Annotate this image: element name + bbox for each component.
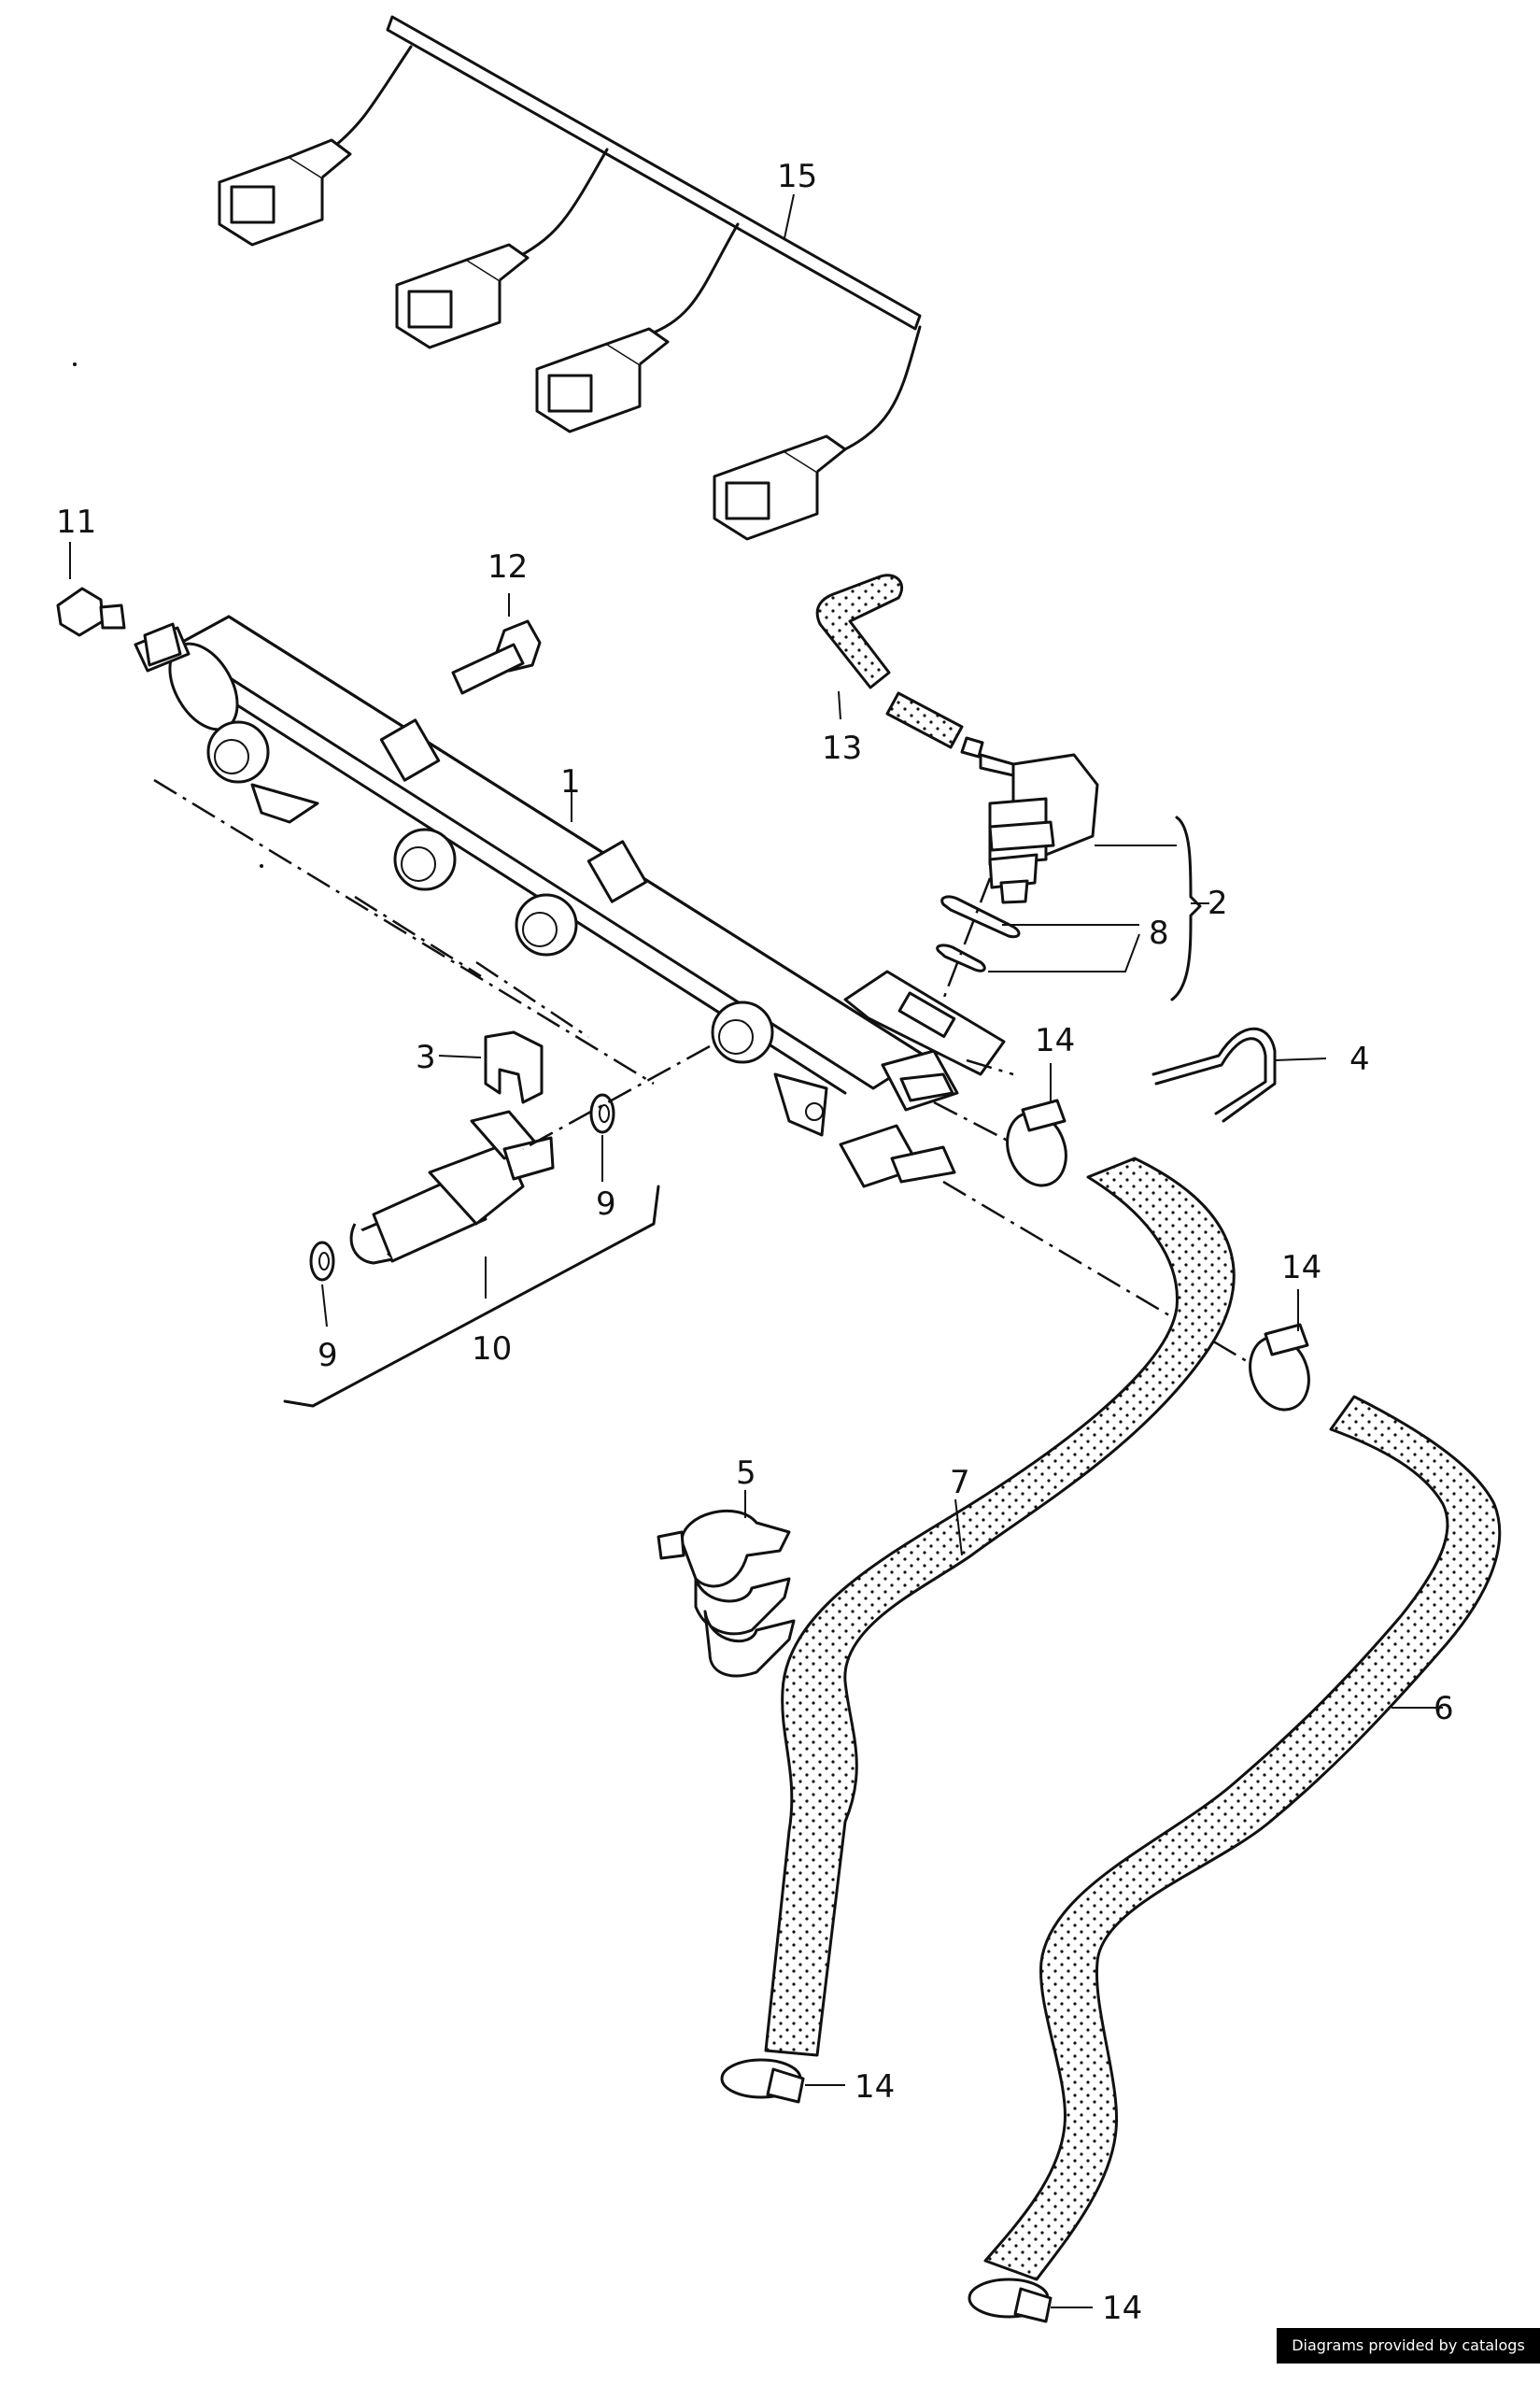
- seal-ring-upper: [589, 1093, 615, 1134]
- o-rings: [936, 895, 1021, 972]
- hose-clamp-a: [1006, 1099, 1067, 1187]
- hose-clamp-d: [968, 2278, 1053, 2323]
- callout-14-d: 14: [1102, 2290, 1142, 2327]
- fuel-rail: [134, 615, 1006, 1188]
- retainer-clip-3: [484, 1030, 544, 1104]
- pressure-regulator: [979, 753, 1099, 904]
- callout-7: 7: [950, 1464, 970, 1501]
- harness-connector-1: [218, 138, 352, 247]
- vacuum-hose-13: [815, 574, 984, 759]
- callout-11: 11: [56, 504, 96, 541]
- harness-connector-4: [713, 434, 847, 541]
- diagram-credit: Diagrams provided by catalogs parts: [1277, 2328, 1540, 2390]
- callout-3: 3: [416, 1039, 436, 1076]
- fuel-hose-7: [764, 1157, 1236, 2057]
- callout-9-lower: 9: [318, 1337, 338, 1374]
- bracket-lines: [283, 816, 1202, 1408]
- hose-clamp-b: [1249, 1323, 1310, 1412]
- hose-clip-5: [657, 1509, 796, 1678]
- harness-connector-2: [395, 243, 530, 349]
- hose-clamp-c: [720, 2058, 805, 2104]
- bolt-11: [56, 587, 182, 667]
- spring-clip-4: [1151, 1027, 1277, 1123]
- callout-15: 15: [777, 158, 817, 195]
- wiring-harness: [218, 15, 922, 541]
- callout-5: 5: [736, 1455, 756, 1492]
- injector: [349, 1110, 555, 1265]
- bolt-12: [451, 619, 542, 695]
- callout-9-upper: 9: [596, 1185, 616, 1223]
- fuel-hose-6: [983, 1395, 1502, 2281]
- callout-13: 13: [822, 730, 862, 767]
- callout-labels: 15 1 2 3 4 5 6 7 8 9 9 10 11 12 13 14 14…: [56, 158, 1454, 2327]
- callout-14-c: 14: [855, 2068, 895, 2106]
- callout-6: 6: [1434, 1690, 1454, 1727]
- seal-ring-lower: [309, 1241, 335, 1282]
- callout-10: 10: [472, 1330, 512, 1368]
- callout-12: 12: [487, 548, 528, 586]
- callout-14-b: 14: [1281, 1249, 1321, 1286]
- leader-lines: [69, 193, 1443, 2308]
- callout-1: 1: [560, 763, 581, 801]
- callout-8: 8: [1149, 915, 1169, 952]
- assembly-lines: [153, 778, 1252, 1366]
- callout-2: 2: [1208, 885, 1228, 922]
- callout-4: 4: [1349, 1041, 1370, 1078]
- harness-connector-3: [535, 327, 670, 433]
- callout-14-a: 14: [1035, 1022, 1075, 1059]
